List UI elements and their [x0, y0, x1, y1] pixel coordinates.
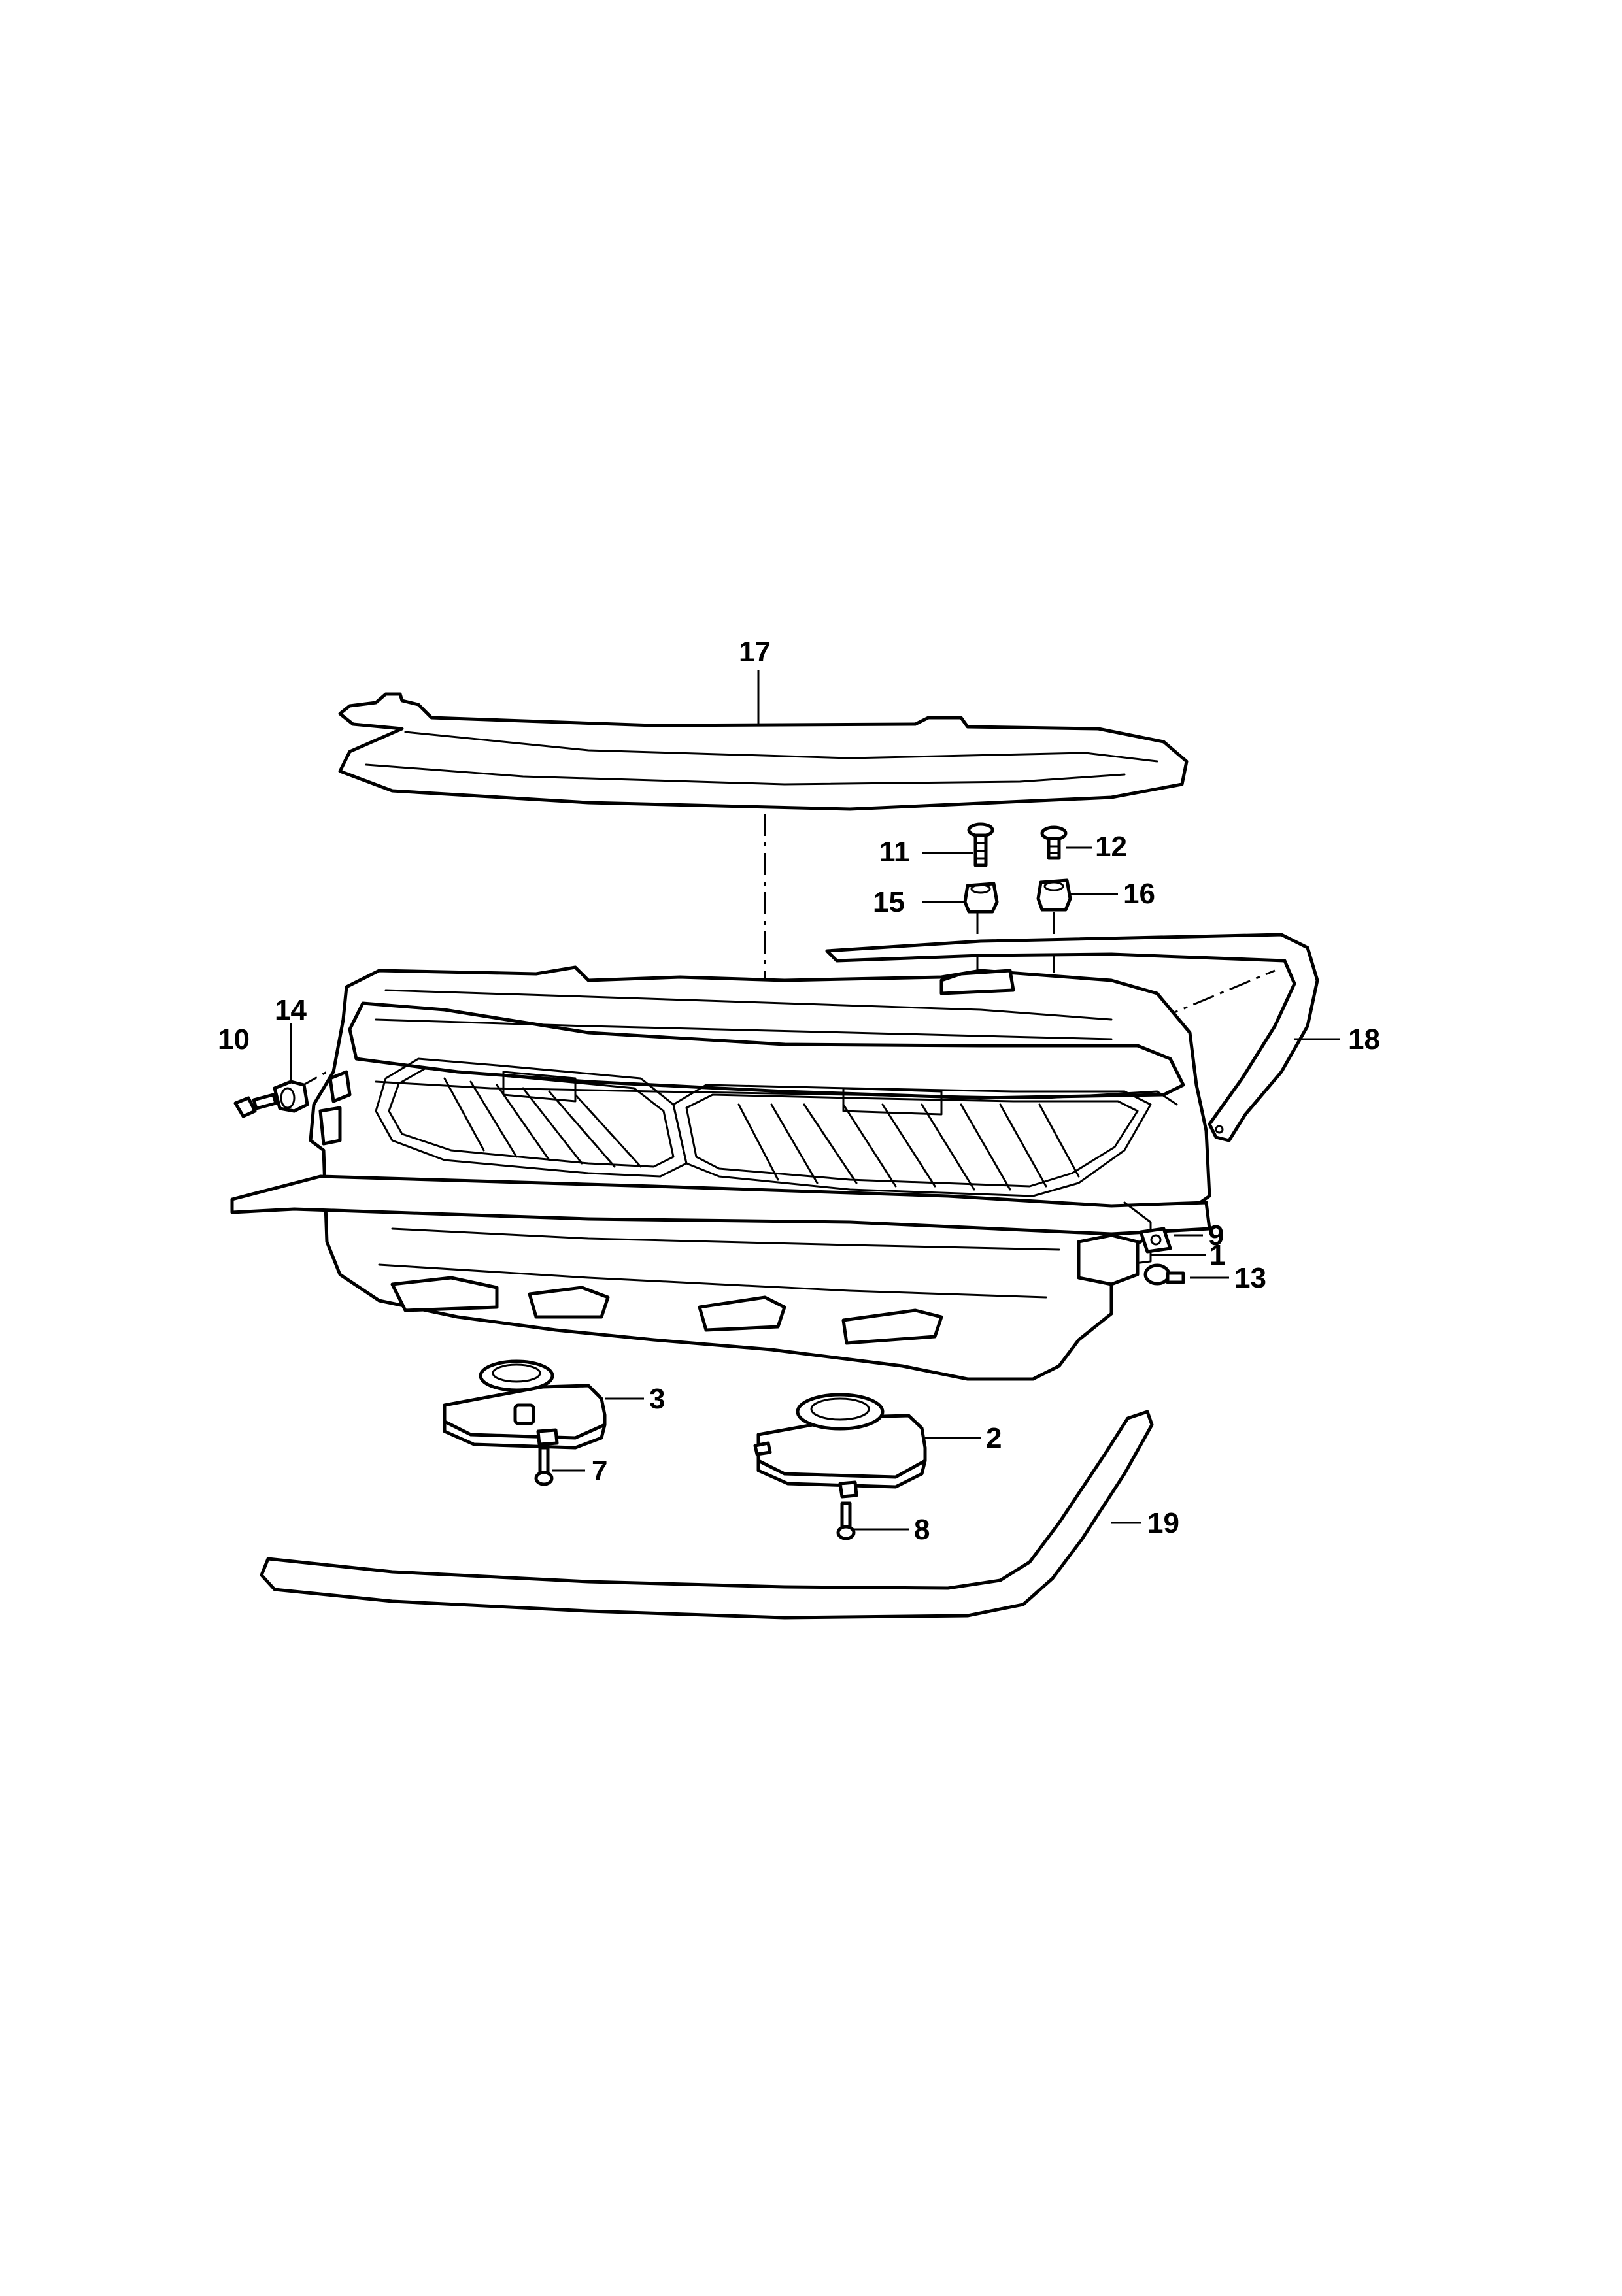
- callout-2: 2: [986, 1422, 1002, 1454]
- part-7-screw: [534, 1446, 554, 1486]
- callout-14: 14: [275, 994, 307, 1026]
- callout-8: 8: [914, 1514, 930, 1546]
- part-2-control-module: [753, 1393, 927, 1499]
- callout-10: 10: [218, 1023, 250, 1056]
- part-1-headlamp-assembly: [230, 965, 1211, 1381]
- callout-17: 17: [739, 636, 771, 668]
- part-13-screw: [1143, 1263, 1185, 1286]
- callout-19: 19: [1147, 1507, 1179, 1539]
- part-19-lower-trim-strip: [260, 1410, 1154, 1620]
- callout-11: 11: [879, 836, 910, 868]
- leader-lines: [290, 670, 1340, 1531]
- callout-12: 12: [1095, 831, 1127, 863]
- part-16-nut: [1036, 878, 1072, 912]
- part-11-screw: [967, 822, 994, 867]
- part-9-clip-nut: [1139, 1227, 1172, 1254]
- callout-16: 16: [1123, 878, 1155, 910]
- callout-labels: 17 11 12 15 16 14 10 18 1 9 13 3 7 2 8 1…: [218, 636, 1380, 1546]
- part-12-screw: [1040, 825, 1068, 860]
- callout-3: 3: [649, 1383, 665, 1415]
- callout-15: 15: [873, 886, 905, 918]
- part-14-grommet: [273, 1080, 309, 1113]
- part-18-side-trim-strip: [825, 933, 1319, 1142]
- part-3-control-module: [443, 1359, 607, 1450]
- callout-1: 1: [1209, 1239, 1225, 1271]
- part-8-screw: [836, 1501, 856, 1540]
- part-17-upper-trim-strip: [338, 692, 1189, 811]
- part-10-screw: [233, 1093, 278, 1118]
- callout-13: 13: [1234, 1262, 1266, 1294]
- callout-7: 7: [592, 1455, 607, 1487]
- part-15-nut: [963, 882, 999, 914]
- callout-18: 18: [1348, 1023, 1380, 1056]
- callout-9: 9: [1208, 1220, 1224, 1252]
